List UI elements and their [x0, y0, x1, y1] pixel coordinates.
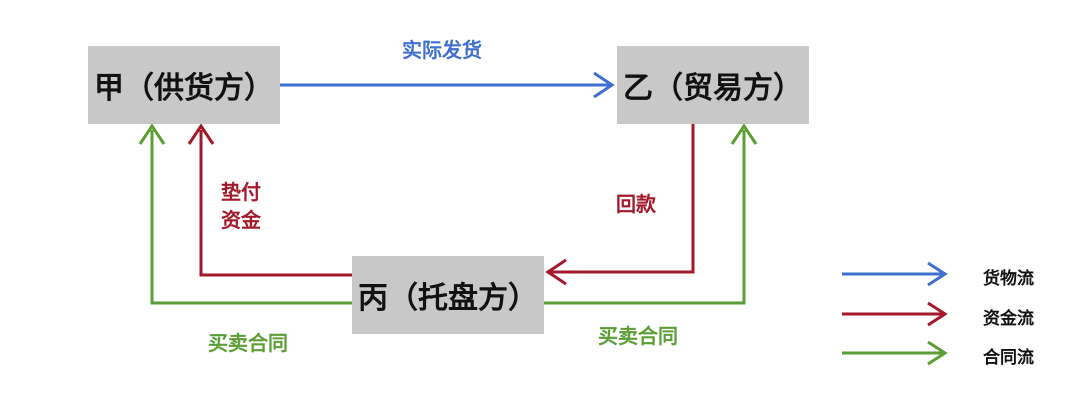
repayment-arrow: [545, 124, 695, 286]
legend-contract-arrow: [842, 340, 948, 366]
legend-goods-arrow: [842, 261, 948, 287]
supplier-label: 甲（供货方）: [94, 71, 274, 106]
trader-label: 乙（贸易方）: [623, 71, 803, 106]
contract-left-arrow: [138, 123, 352, 305]
legend-goods-label: 货物流: [983, 269, 1034, 289]
shipment-label: 实际发货: [402, 38, 482, 62]
contract-right-arrow: [544, 123, 758, 305]
legend-contract-label: 合同流: [983, 348, 1034, 368]
advance-funds-arrow: [187, 123, 352, 277]
legend-funds-label: 资金流: [983, 309, 1034, 329]
trader-node: 乙（贸易方）: [617, 46, 809, 124]
repayment-label: 回款: [616, 192, 656, 216]
advance-label-line2: 资金: [221, 208, 261, 232]
goods-flow-arrow: [280, 71, 615, 99]
contract-right-label: 买卖合同: [598, 324, 678, 348]
underwriter-node: 丙（托盘方）: [352, 256, 544, 334]
supplier-node: 甲（供货方）: [88, 46, 280, 124]
contract-left-label: 买卖合同: [208, 331, 288, 355]
legend-funds-arrow: [842, 301, 948, 327]
underwriter-label: 丙（托盘方）: [358, 281, 538, 316]
advance-label-line1: 垫付: [221, 180, 261, 204]
